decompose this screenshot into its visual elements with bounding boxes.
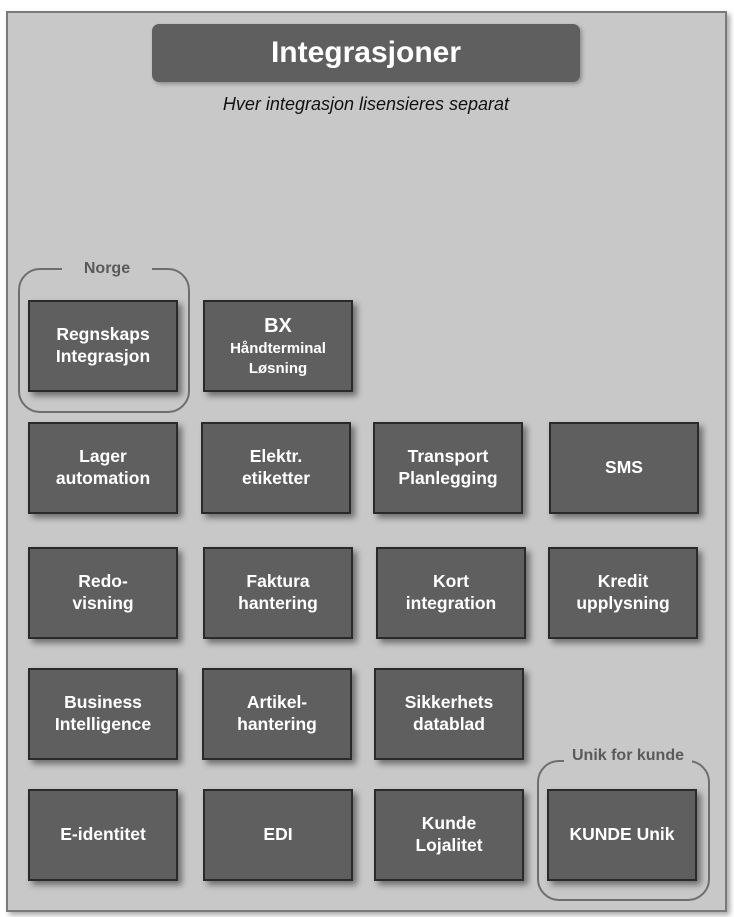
box-label-line: Elektr.	[249, 446, 303, 467]
box-edi[interactable]: EDI	[203, 789, 353, 881]
box-label-line: hantering	[238, 593, 318, 613]
box-sms[interactable]: SMS	[549, 422, 699, 514]
page-title-text: Integrasjoner	[270, 36, 462, 69]
box-label-line: E-identitet	[60, 824, 146, 845]
box-label-line: Lager	[79, 446, 127, 467]
box-label-line: Business	[64, 692, 142, 713]
box-label-line: datablad	[413, 714, 485, 734]
box-label-line: KUNDE Unik	[569, 824, 675, 845]
page-subtitle: Hver integrasjon lisensieres separat	[222, 94, 510, 114]
box-e-identitet[interactable]: E-identitet	[28, 789, 178, 881]
group-unik-label: Unik for kunde	[564, 747, 692, 765]
box-lager-automation[interactable]: Lager automation	[28, 422, 178, 514]
box-label-line: Regnskaps	[56, 324, 150, 345]
box-bx-handterminal[interactable]: BX Håndterminal Løsning	[203, 300, 353, 392]
box-label-line: Kredit	[597, 571, 649, 592]
box-label-line: Integrasjon	[55, 346, 151, 366]
box-label-line: Kunde	[421, 813, 477, 834]
group-norge-label: Norge	[62, 260, 152, 278]
box-label-line: Planlegging	[398, 468, 498, 488]
box-kunde-lojalitet[interactable]: Kunde Lojalitet	[374, 789, 524, 881]
box-label-line: upplysning	[576, 593, 670, 613]
box-label-line: Løsning	[248, 359, 308, 377]
box-regnskaps-integrasjon[interactable]: Regnskaps Integrasjon	[28, 300, 178, 392]
box-label-line: Redo-	[78, 571, 128, 592]
box-elektr-etiketter[interactable]: Elektr. etiketter	[201, 422, 351, 514]
box-label-line: Transport	[407, 446, 489, 467]
box-label-line: EDI	[263, 824, 293, 845]
box-label-line: integration	[405, 593, 497, 613]
box-artikel-hantering[interactable]: Artikel- hantering	[202, 668, 352, 760]
box-kunde-unik[interactable]: KUNDE Unik	[547, 789, 697, 881]
box-kort-integration[interactable]: Kort integration	[376, 547, 526, 639]
page-title: Integrasjoner	[152, 24, 580, 82]
box-label-line: Intelligence	[54, 714, 152, 734]
box-label-line: Artikel-	[246, 692, 308, 713]
box-label-line: Kort	[433, 571, 469, 592]
box-label-line: SMS	[605, 457, 643, 478]
box-redo-visning[interactable]: Redo- visning	[28, 547, 178, 639]
box-label-line: Håndterminal	[230, 340, 326, 357]
box-label-line: BX	[264, 315, 292, 337]
box-label-line: visning	[72, 593, 134, 613]
box-label-line: Sikkerhets	[404, 692, 494, 713]
box-transport-planlegging[interactable]: Transport Planlegging	[373, 422, 523, 514]
box-faktura-hantering[interactable]: Faktura hantering	[203, 547, 353, 639]
box-kredit-upplysning[interactable]: Kredit upplysning	[548, 547, 698, 639]
box-label-line: Lojalitet	[415, 835, 483, 855]
box-business-intelligence[interactable]: Business Intelligence	[28, 668, 178, 760]
box-sikkerhets-datablad[interactable]: Sikkerhets datablad	[374, 668, 524, 760]
box-label-line: automation	[55, 468, 151, 488]
box-label-line: hantering	[237, 714, 317, 734]
box-label-line: etiketter	[241, 468, 311, 488]
box-label-line: Faktura	[246, 571, 310, 592]
